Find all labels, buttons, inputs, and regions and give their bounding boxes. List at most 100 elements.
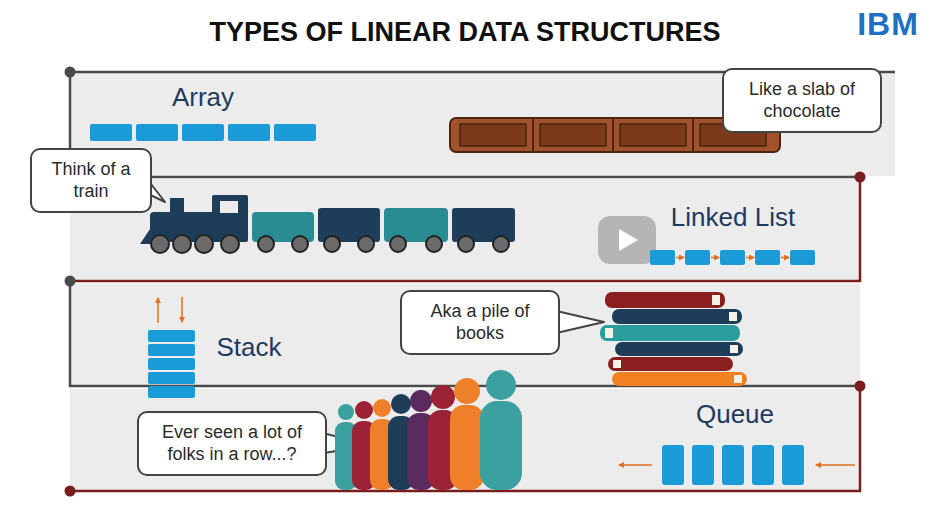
play-triangle: [619, 229, 638, 251]
train-wheel: [426, 236, 442, 252]
pop-arrow: [181, 297, 183, 322]
book: [612, 309, 742, 324]
enqueue-arrow: [816, 464, 855, 466]
queue-cell: [722, 445, 744, 485]
structure-name: Linked List: [671, 202, 795, 232]
speech-bubble: Ever seen a lot of folks in a row...?: [137, 411, 327, 476]
chocolate-groove: [612, 118, 614, 152]
track-line: [70, 177, 860, 281]
speech-bubble: Think of a train: [30, 148, 152, 213]
bubble-text: Like a slab of chocolate: [734, 78, 870, 123]
person-head: [410, 390, 432, 412]
book: [605, 292, 725, 308]
book-pages: [729, 312, 737, 321]
list-pointer: [676, 257, 684, 259]
band-fill: [70, 284, 860, 386]
structure-name: Stack: [216, 332, 281, 362]
stack-cell: [148, 386, 195, 398]
title: TYPES OF LINEAR DATA STRUCTURES: [209, 17, 720, 47]
train-wheel: [358, 236, 374, 252]
book: [600, 325, 740, 341]
stack-cell: [148, 330, 195, 342]
track-dot: [65, 276, 76, 287]
structure-name-anchor: Linked List: [671, 202, 795, 233]
book-pages: [712, 295, 720, 305]
array-cell: [182, 124, 224, 141]
queue-cell: [692, 445, 714, 485]
chocolate-piece: [540, 124, 606, 146]
person-head: [355, 401, 373, 419]
train-wheel: [173, 235, 191, 253]
track-dot: [65, 486, 76, 497]
logo-label: IBM: [857, 6, 919, 42]
track-dot: [855, 172, 866, 183]
book: [615, 342, 743, 356]
person-head: [486, 370, 516, 400]
person-head: [373, 399, 391, 417]
track-dot: [65, 67, 76, 78]
chocolate-piece: [620, 124, 686, 146]
locomotive-chimney: [170, 198, 184, 214]
logo-label-anchor: IBM: [857, 6, 919, 43]
list-pointer: [711, 257, 719, 259]
stack-cell: [148, 372, 195, 384]
speech-bubble: Like a slab of chocolate: [722, 68, 882, 133]
bubble-text: Think of a train: [42, 158, 140, 203]
chocolate-groove: [532, 118, 534, 152]
structure-name: Queue: [696, 399, 774, 429]
book-pages: [613, 360, 621, 368]
push-arrow: [157, 298, 159, 323]
band-fill: [70, 179, 860, 281]
book: [608, 357, 733, 371]
bubble-text: Aka a pile of books: [412, 300, 548, 345]
structure-band: Array Like a slab of chocolate: [70, 72, 895, 176]
structure-name-anchor: Queue: [696, 399, 774, 430]
list-pointer: [746, 257, 754, 259]
book-pages: [734, 375, 742, 383]
array-cell: [274, 124, 316, 141]
queue-cell: [752, 445, 774, 485]
train-wheel: [458, 236, 474, 252]
track-line: [70, 281, 860, 386]
train-wheel: [390, 236, 406, 252]
structure-band: Linked List: [70, 179, 860, 281]
person-head: [338, 404, 354, 420]
array-cell: [90, 124, 132, 141]
structure-name: Array: [172, 82, 234, 112]
track-dot: [855, 381, 866, 392]
book-pages: [730, 345, 738, 353]
stack-cell: [148, 358, 195, 370]
list-pointer: [781, 257, 789, 259]
train-wheel: [151, 235, 169, 253]
train-wheel: [221, 235, 239, 253]
locomotive-window: [220, 201, 238, 213]
list-node: [790, 250, 815, 265]
person-head: [431, 385, 455, 409]
train-wheel: [195, 235, 213, 253]
list-node: [720, 250, 745, 265]
train-wheel: [258, 236, 274, 252]
list-node: [650, 250, 675, 265]
list-node: [755, 250, 780, 265]
title-anchor: TYPES OF LINEAR DATA STRUCTURES: [209, 17, 720, 48]
queue-cell: [782, 445, 804, 485]
person-body: [450, 405, 484, 490]
band-fill: [70, 389, 860, 491]
train-wheel: [493, 236, 509, 252]
structure-band: Stack Aka a pile of books: [70, 284, 860, 386]
structure-name-anchor: Stack: [216, 332, 281, 363]
locomotive-front: [140, 226, 152, 244]
train-wheel: [324, 236, 340, 252]
array-cell: [136, 124, 178, 141]
person-body: [480, 401, 522, 490]
array-cell: [228, 124, 270, 141]
structure-name-anchor: Array: [172, 82, 234, 113]
stack-cell: [148, 344, 195, 356]
bubble-text: Ever seen a lot of folks in a row...?: [149, 421, 315, 466]
chocolate-piece: [460, 124, 526, 146]
structure-band: QueueEver seen a lot of folks in a row..…: [70, 389, 860, 491]
book: [612, 372, 747, 386]
play-button: [598, 216, 656, 264]
person-head: [454, 378, 480, 404]
